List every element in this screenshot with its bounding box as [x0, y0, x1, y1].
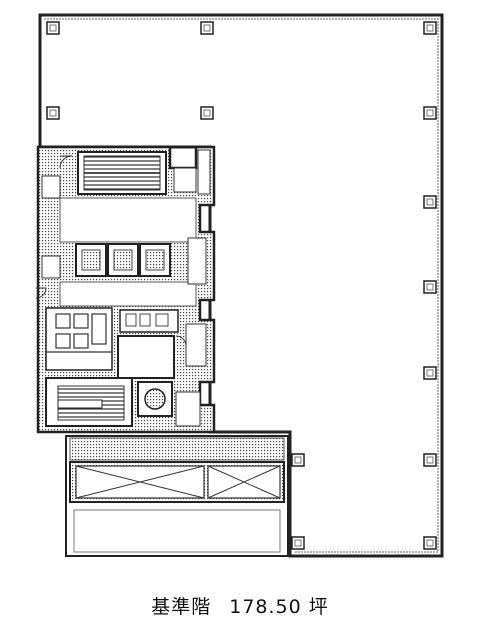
- shaft: [117, 335, 175, 379]
- floor-label: 基準階: [151, 596, 212, 618]
- column: [423, 106, 437, 120]
- column: [200, 106, 214, 120]
- elevator-bank: [75, 243, 171, 277]
- floor-caption: 基準階 178.50 坪: [0, 592, 480, 622]
- column: [423, 536, 437, 550]
- column: [423, 366, 437, 380]
- column: [423, 453, 437, 467]
- restroom: [45, 307, 113, 371]
- column: [291, 536, 305, 550]
- column: [423, 280, 437, 294]
- column: [423, 21, 437, 35]
- column: [423, 195, 437, 209]
- column: [46, 21, 60, 35]
- core-corridor: [59, 197, 197, 243]
- elevator-hall: [59, 281, 197, 307]
- building-inner-wall: [44, 18, 439, 553]
- elevator: [107, 243, 139, 277]
- column: [291, 453, 305, 467]
- column: [200, 21, 214, 35]
- floor-area: 178.50 坪: [229, 596, 329, 618]
- column: [46, 106, 60, 120]
